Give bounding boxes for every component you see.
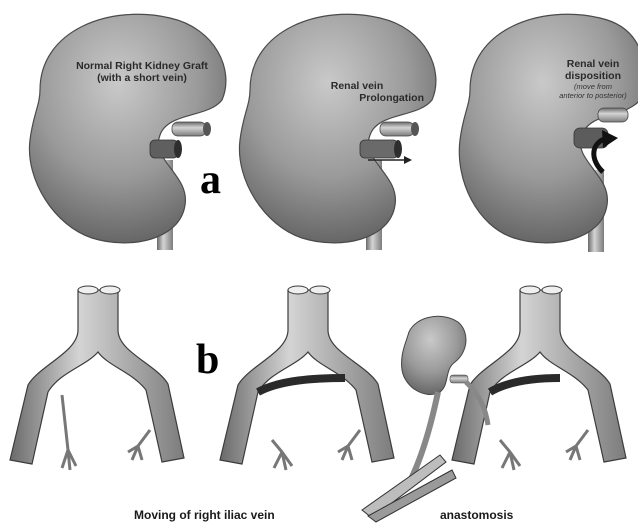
panel-letter-b: b — [196, 336, 219, 384]
renal-artery-3 — [598, 108, 628, 122]
vein-lumen-1 — [174, 140, 182, 158]
internal-iliac-branch-2a — [272, 440, 292, 470]
vein-lumen-2 — [394, 140, 402, 158]
renal-artery-1 — [172, 122, 206, 136]
kidney-graft-1 — [29, 14, 225, 250]
kidney-2-caption-line1: Renal vein — [312, 80, 402, 92]
internal-iliac-branch-3a — [500, 440, 520, 470]
kidney-1-caption: Normal Right Kidney Graft (with a short … — [52, 60, 232, 84]
artery-lumen-1 — [203, 122, 211, 136]
iliac-bifurcation-1 — [10, 286, 184, 470]
vessel-opening-3b — [542, 286, 562, 294]
kidney-1-caption-line1: Normal Right Kidney Graft — [52, 60, 232, 72]
kidney-2-caption-line2: Prolongation — [312, 92, 424, 104]
caption-anastomosis: anastomosis — [440, 508, 513, 522]
internal-iliac-branch-3b — [566, 430, 588, 460]
internal-iliac-branch-1b — [128, 430, 150, 460]
kidney-3-caption-note2: anterior to posterior) — [548, 92, 638, 101]
kidney-2-caption: Renal vein Prolongation — [312, 80, 402, 104]
artery-lumen-2 — [411, 122, 419, 136]
caption-moving-iliac-vein: Moving of right iliac vein — [134, 508, 275, 522]
iliac-bifurcation-2 — [220, 286, 394, 470]
rotation-arrow-head — [602, 130, 618, 148]
renal-artery-2 — [380, 122, 414, 136]
panel-b-artwork — [10, 286, 626, 522]
renal-vein-short-1 — [150, 140, 178, 158]
prolongation-arrow-head — [404, 156, 412, 164]
vessel-opening-1b — [100, 286, 120, 294]
renal-vein-prolonged-2 — [360, 140, 398, 158]
vessel-opening-2a — [288, 286, 308, 294]
vessel-opening-2b — [310, 286, 330, 294]
iliac-bifurcation-3 — [452, 286, 626, 470]
kidney-1-caption-line2: (with a short vein) — [52, 72, 232, 84]
kidney-graft-2 — [239, 14, 435, 250]
panel-letter-a: a — [200, 156, 221, 204]
vena-cava-body-1 — [10, 290, 184, 464]
small-renal-vessel — [450, 375, 468, 383]
panel-a-artwork — [29, 14, 638, 252]
kidney-3-caption: Renal vein disposition (move from anteri… — [548, 58, 638, 100]
internal-iliac-branch-2b — [338, 430, 360, 460]
kidney-3-caption-line1: Renal vein — [548, 58, 638, 70]
vessel-opening-3a — [520, 286, 540, 294]
vessel-opening-1a — [78, 286, 98, 294]
kidney-3-caption-line2: disposition — [548, 70, 638, 82]
kidney-body-3 — [459, 14, 638, 243]
internal-iliac-branch-1a — [62, 395, 76, 470]
kidney-graft-3 — [459, 14, 638, 252]
moved-iliac-vein-2 — [258, 378, 345, 392]
